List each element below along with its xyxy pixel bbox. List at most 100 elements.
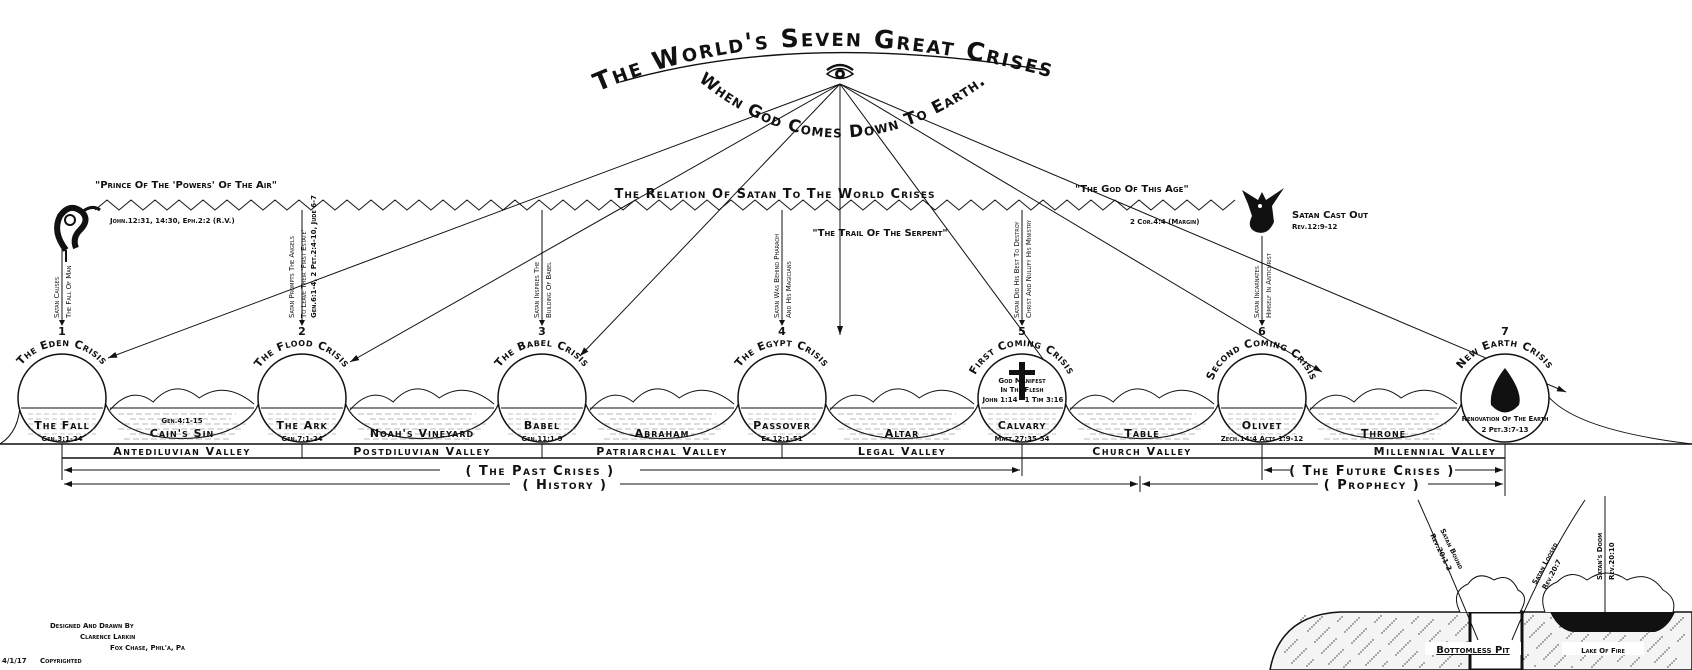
serpent-icon — [54, 204, 101, 262]
arrow-down-icon — [59, 320, 65, 326]
valley-scene-label: Altar — [885, 427, 919, 440]
valley-scene-2: Noah's Vineyard — [343, 388, 501, 440]
crisis-scene-label: Babel — [524, 419, 560, 432]
lake-of-fire-label: Lake Of Fire — [1581, 647, 1625, 655]
god-of-age-label: "The God Of This Age" — [1075, 184, 1189, 195]
valley-scene-ref: Gen.4:1-15 — [161, 417, 202, 425]
valley-label: Patriarchal Valley — [596, 445, 727, 458]
credit-author: Clarence Larkin — [80, 633, 135, 641]
crisis-scene-label: Calvary — [998, 419, 1047, 432]
trail-label: "The Trail Of The Serpent" — [812, 228, 947, 239]
valley-labels: Antediluvian Valley Postdiluvian Valley Pa… — [113, 444, 1495, 458]
hills — [1309, 388, 1458, 411]
valley-scene-1: Cain's Sin Gen.4:1-15 — [103, 388, 261, 440]
crisis-number: 2 — [298, 325, 306, 338]
satan-note: The Fall Of Man — [65, 265, 73, 319]
god-of-age-ref: 2 Cor.4:4 (Margin) — [1130, 218, 1199, 226]
era-past: ( The Past Crises ) — [64, 458, 1023, 479]
credit-location: Fox Chase, Phil'a, Pa — [110, 644, 185, 652]
satan-loosed-path — [1511, 499, 1586, 641]
valley-scene-label: Cain's Sin — [150, 427, 215, 440]
crisis-scene-label: Renovation Of The Earth — [1462, 415, 1549, 423]
valley-scene-label: Abraham — [635, 427, 690, 440]
svg-text:When God Comes Down To Earth.: When God Comes Down To Earth. — [695, 69, 989, 143]
satan-note: Building Of Babel — [545, 262, 553, 318]
satan-bound-path — [1417, 499, 1479, 641]
chart-title: The World's Seven Great Crises When God … — [589, 23, 1056, 143]
valley-label: Legal Valley — [858, 445, 946, 458]
satan-cast-out-label: Satan Cast Out — [1292, 210, 1368, 221]
crisis-ref: 2 Pet.3:7-13 — [1481, 426, 1528, 434]
arrowhead-icon — [837, 326, 843, 335]
manifest-ref-2: 1 Tim 3:16 — [1025, 396, 1064, 404]
flames-lake — [1542, 572, 1675, 613]
manifest-line-2: In The Flesh — [1000, 386, 1043, 394]
satan-note: Satan Inspires The — [533, 262, 541, 318]
prophecy-label: ( Prophecy ) — [1324, 478, 1420, 493]
crisis-number: 6 — [1258, 325, 1266, 338]
satan-note: Satan Incarnates — [1253, 266, 1261, 318]
serpent-trail-zigzag — [94, 199, 1236, 211]
era-future: ( The Future Crises ) — [1261, 458, 1503, 480]
crisis-ref: Gen.7:1-24 — [281, 435, 322, 443]
hills — [589, 388, 735, 411]
valley-scene-3: Abraham — [583, 388, 741, 440]
right-bell — [1546, 394, 1692, 445]
satan-note: Christ And Nullify His Ministry — [1025, 219, 1033, 318]
ray-5 — [839, 83, 1061, 383]
satan-cast-out-ref: Rev.12:9-12 — [1292, 223, 1338, 231]
crisis-circle — [497, 353, 587, 443]
satan-note: Gen.6:1-4, 2 Pet.2:4-10, Jude 6-7 — [310, 195, 318, 318]
cross-icon — [1019, 362, 1025, 400]
valley-scene-6: Throne — [1303, 388, 1464, 440]
bottomless-pit-shaft — [1468, 610, 1524, 670]
crisis-circle — [17, 353, 107, 443]
manifest-line-1: God Manifest — [998, 377, 1046, 385]
bottomless-pit-label: Bottomless Pit — [1436, 645, 1510, 656]
credit-date: 4/1/17 — [2, 657, 27, 665]
valley-label: Postdiluvian Valley — [353, 445, 491, 458]
crisis-ref: Gen.3:1-24 — [41, 435, 82, 443]
crisis-scene-label: Olivet — [1242, 419, 1283, 432]
era-prophecy: ( Prophecy ) — [1142, 478, 1503, 493]
era-history: ( History ) — [64, 476, 1141, 493]
flame-icon — [1490, 368, 1520, 413]
ray-7 — [839, 83, 1567, 393]
credit-copyright: Copyrighted — [40, 657, 82, 665]
satan-note: Satan Causes — [53, 277, 61, 318]
arrowhead-icon — [580, 347, 589, 356]
crisis-circle — [737, 353, 827, 443]
arrowhead-icon — [108, 352, 118, 358]
ray-2 — [349, 83, 841, 363]
valley-scene-label: Noah's Vineyard — [370, 427, 474, 440]
subtitle-text: When God Comes Down To Earth. — [695, 69, 988, 143]
satan-doom-ref: Rev.20:10 — [1608, 542, 1616, 580]
arrow-down-icon — [539, 320, 545, 326]
arrow-down-icon — [779, 320, 785, 326]
arrow-down-icon — [299, 320, 305, 326]
underworld: Satan Bound Rev.20:1-3 Satan Loosed Rev.… — [1269, 496, 1692, 670]
crisis-number: 5 — [1018, 325, 1026, 338]
prince-ref: John.12:31, 14:30, Eph.2:2 (R.V.) — [109, 217, 235, 225]
crisis-5: First Coming Crisis5CalvaryMatt.27:35-54… — [966, 325, 1077, 443]
crisis-number: 4 — [778, 325, 786, 338]
crisis-scene-label: The Fall — [34, 419, 89, 432]
crisis-ref: Ex.12:1-51 — [761, 435, 802, 443]
hills — [829, 388, 975, 411]
valley-scene-4: Altar — [823, 388, 981, 440]
valley-label: Church Valley — [1092, 445, 1191, 458]
crisis-ref: Zech.14:4 Acts 1:9-12 — [1221, 435, 1304, 443]
crisis-scene-label: The Ark — [276, 419, 327, 432]
history-label: ( History ) — [523, 478, 608, 493]
ray-1 — [107, 83, 841, 359]
valley-scene-5: Table — [1063, 388, 1221, 440]
valley-label: Antediluvian Valley — [113, 445, 251, 458]
prince-label: "Prince Of The 'Powers' Of The Air" — [95, 180, 277, 191]
crisis-number: 7 — [1501, 325, 1509, 338]
